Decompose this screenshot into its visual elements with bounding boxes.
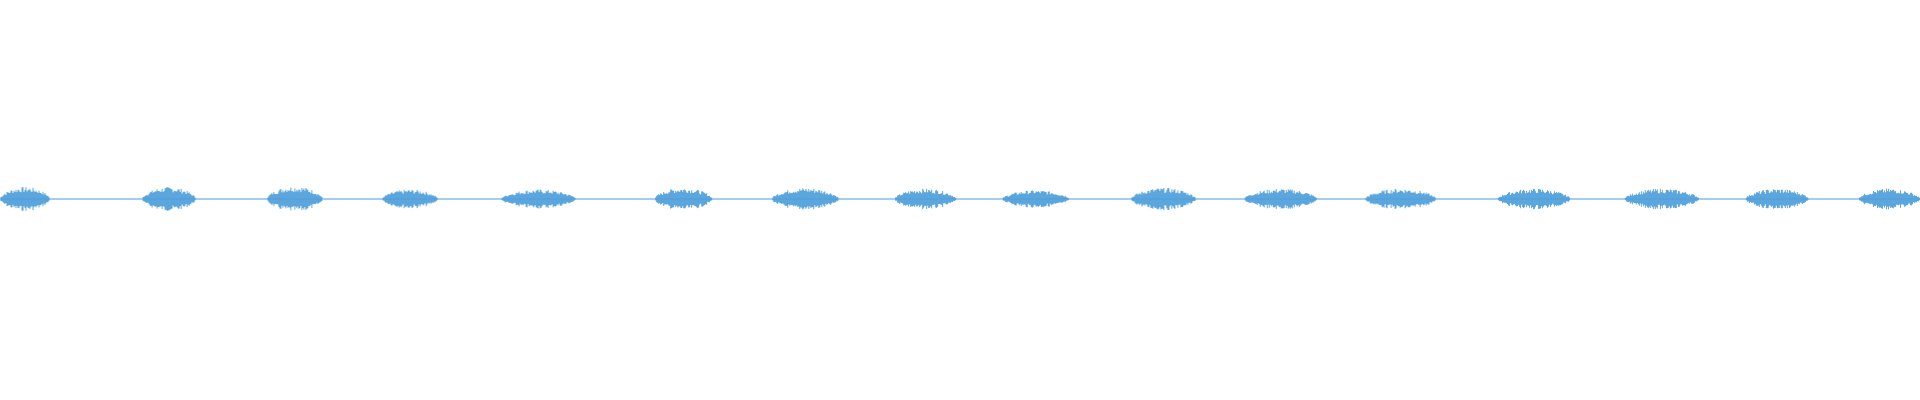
waveform-burst-path [0, 187, 50, 211]
waveform-burst [1624, 188, 1699, 210]
waveform-burst-path [382, 189, 438, 209]
waveform-burst-path [895, 188, 957, 210]
waveform-burst-path [1745, 189, 1809, 209]
waveform-bursts [0, 187, 1920, 211]
waveform-burst-path [1002, 190, 1070, 208]
waveform-burst [1365, 189, 1437, 209]
waveform-burst [655, 189, 713, 209]
waveform-burst [1498, 188, 1571, 210]
waveform-burst-path [655, 189, 713, 209]
waveform-burst-path [772, 188, 840, 210]
waveform-burst-path [1859, 188, 1920, 210]
waveform-burst-path [267, 187, 323, 211]
waveform-burst [267, 187, 323, 211]
waveform-burst [895, 188, 957, 210]
waveform-burst [382, 189, 438, 209]
waveform-burst [501, 189, 576, 209]
waveform-burst [0, 187, 50, 211]
waveform-burst-path [501, 189, 576, 209]
waveform-burst [1745, 189, 1809, 209]
waveform-burst [142, 187, 196, 211]
waveform-burst [1002, 190, 1070, 208]
waveform-burst-path [1624, 188, 1699, 210]
waveform-burst [772, 188, 840, 210]
waveform-burst-path [1365, 189, 1437, 209]
waveform-burst [1859, 188, 1920, 210]
waveform-burst-path [1498, 188, 1571, 210]
waveform-burst [1131, 187, 1197, 211]
waveform-burst [1244, 189, 1317, 209]
waveform-burst-path [1244, 189, 1317, 209]
waveform-burst-path [142, 187, 196, 211]
waveform-burst-path [1131, 187, 1197, 211]
